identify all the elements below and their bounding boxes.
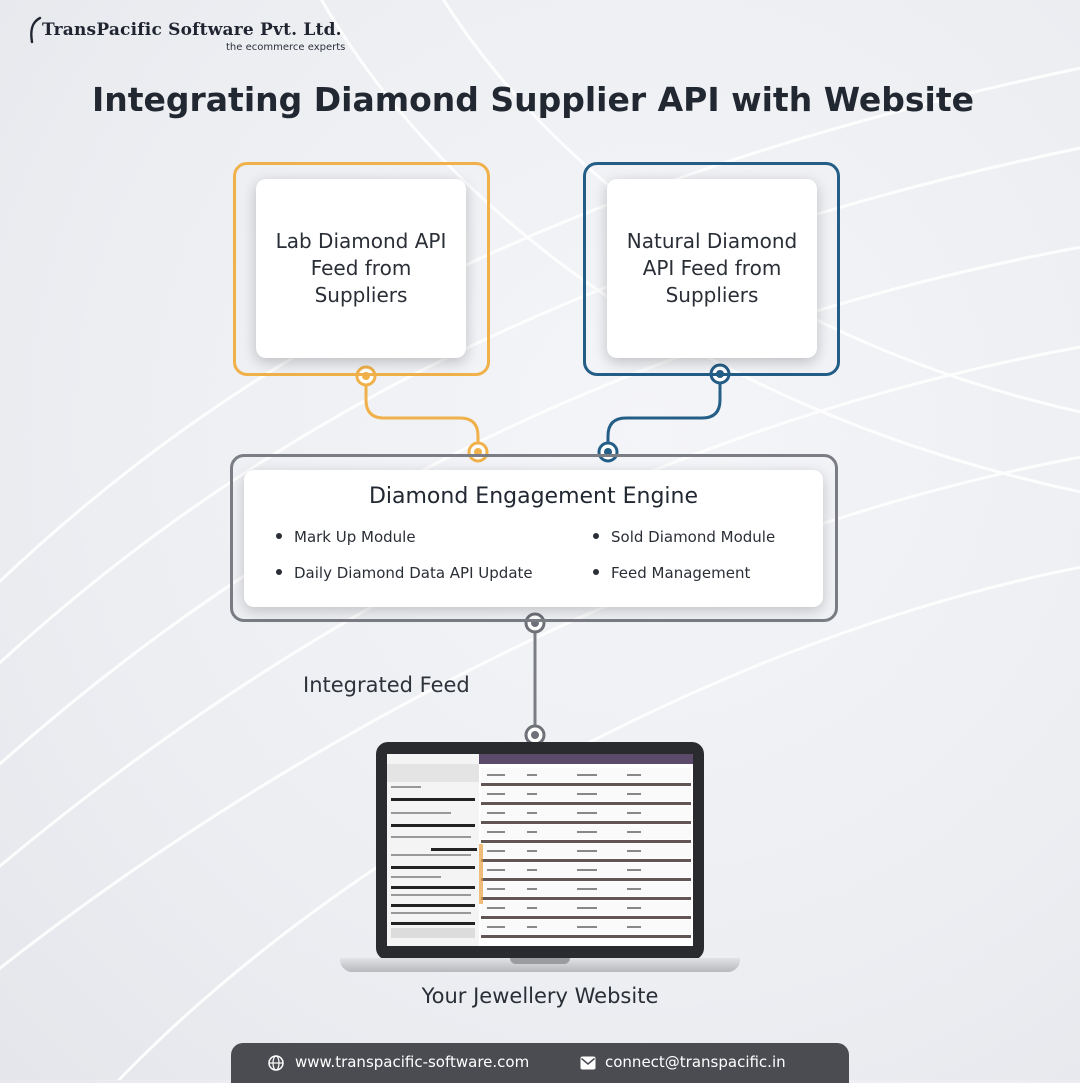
email-link[interactable]: connect@transpacific.in [605,1053,786,1071]
company-logo[interactable]: TransPacific Software Pvt. Ltd. the ecom… [28,14,348,58]
footer-bar: www.transpacific-software.com connect@tr… [231,1043,849,1083]
website-link[interactable]: www.transpacific-software.com [295,1053,530,1071]
company-name: TransPacific Software Pvt. Ltd. [42,20,342,40]
natural-feed-frame [583,162,840,376]
laptop-base [340,958,740,972]
lab-feed-frame [233,162,490,376]
engine-frame [230,454,838,622]
globe-icon [268,1055,284,1071]
integrated-feed-label: Integrated Feed [303,673,470,697]
company-tagline: the ecommerce experts [226,42,346,53]
lab-feed-label: Lab Diamond API Feed from Suppliers [275,229,447,307]
page-title: Integrating Diamond Supplier API with We… [91,80,975,119]
lab-connector [364,376,480,454]
natural-connector [606,376,722,454]
natural-feed-label: Natural Diamond API Feed from Suppliers [626,229,798,307]
module-feed-management: Feed Management [593,564,750,582]
destination-label: Your Jewellery Website [421,984,659,1008]
engine-card: Diamond Engagement Engine Mark Up Module… [244,470,823,607]
module-daily-update: Daily Diamond Data API Update [276,564,533,582]
natural-feed-card: Natural Diamond API Feed from Suppliers [607,179,817,358]
module-sold-diamond: Sold Diamond Module [593,528,775,546]
module-markup: Mark Up Module [276,528,416,546]
envelope-icon [580,1056,596,1070]
lab-feed-card: Lab Diamond API Feed from Suppliers [256,179,466,358]
laptop-screen [387,754,693,946]
website-screenshot-image [387,754,693,946]
laptop-notch [510,958,570,964]
logo-mark-icon [30,16,42,44]
engine-title: Diamond Engagement Engine [368,484,699,509]
